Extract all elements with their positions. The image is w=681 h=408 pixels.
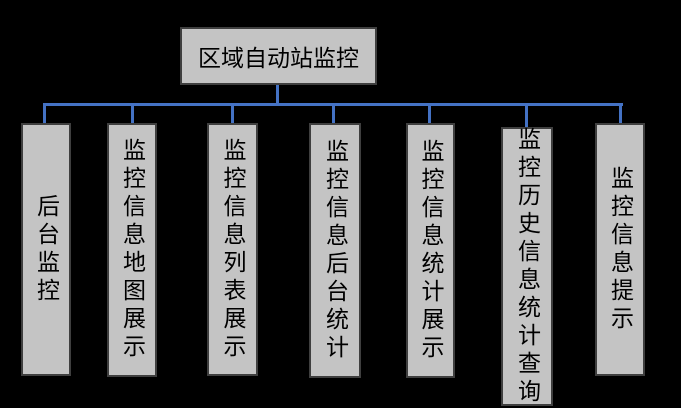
connector-drop-map-display	[131, 106, 134, 123]
connector-drop-stats-display	[428, 106, 431, 123]
node-label: 监控信息列表展示	[220, 137, 245, 362]
connector-drop-backend-stats	[332, 106, 335, 123]
node-monitoring-info-list-display: 监控信息列表展示	[207, 123, 258, 376]
node-label: 监控信息提示	[607, 165, 633, 334]
connector-drop-history-query	[525, 106, 528, 127]
node-label: 监控信息统计展示	[418, 138, 443, 363]
root-node-regional-auto-station-monitoring: 区域自动站监控	[180, 27, 377, 85]
connector-drop-list-display	[231, 106, 234, 123]
connector-root-stem	[276, 85, 279, 103]
node-monitoring-history-stats-query: 监控历史信息统计查询	[501, 126, 553, 407]
node-monitoring-info-stats-display: 监控信息统计展示	[406, 123, 455, 378]
node-backend-monitoring: 后台监控	[21, 123, 71, 376]
node-label: 监控历史信息统计查询	[514, 126, 540, 407]
node-monitoring-info-map-display: 监控信息地图展示	[107, 123, 157, 377]
connector-drop-backend-monitoring	[43, 106, 46, 123]
node-label: 后台监控	[33, 193, 59, 306]
connector-drop-info-alert	[619, 106, 622, 123]
node-label: 监控信息地图展示	[119, 138, 145, 362]
connector-horizontal	[43, 103, 623, 106]
node-monitoring-info-alert: 监控信息提示	[595, 123, 645, 376]
root-node-label: 区域自动站监控	[198, 46, 359, 71]
node-monitoring-info-backend-stats: 监控信息后台统计	[309, 123, 361, 378]
node-label: 监控信息后台统计	[322, 138, 348, 363]
